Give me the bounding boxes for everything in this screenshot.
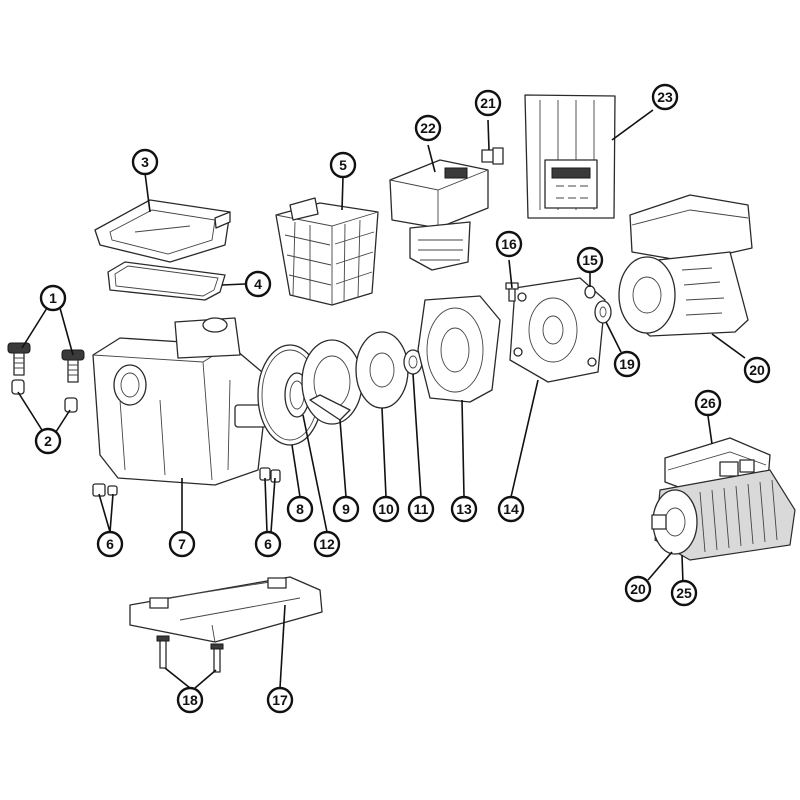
callout-15: 15 [576,246,604,274]
callout-11: 11 [407,495,435,523]
callout-9: 9 [332,495,360,523]
svg-text:13: 13 [456,501,472,517]
svg-text:20: 20 [749,362,765,378]
callout-10: 10 [372,495,400,523]
svg-text:12: 12 [319,536,335,552]
svg-text:26: 26 [700,395,716,411]
part-impeller [355,331,409,409]
callout-4: 4 [244,270,272,298]
part-motor-upper [618,194,753,337]
part-diffuser [301,339,363,425]
part-drive-panel [524,94,616,219]
part-spacer [594,300,612,324]
callout-23: 23 [651,83,679,111]
part-strainer-basket [275,197,379,306]
svg-text:16: 16 [501,236,517,252]
callout-7: 7 [168,530,196,558]
callout-2: 2 [34,427,62,455]
callout-17: 17 [266,686,294,714]
callout-22: 22 [414,114,442,142]
svg-text:20: 20 [630,581,646,597]
svg-text:18: 18 [182,692,198,708]
part-washer [584,285,596,299]
svg-text:3: 3 [141,154,149,170]
svg-text:14: 14 [503,501,519,517]
svg-text:9: 9 [342,501,350,517]
part-drain-plug-left [92,483,118,497]
part-knob-screw-left [7,342,31,376]
callout-12: 12 [313,530,341,558]
callout-18: 18 [176,686,204,714]
svg-text:10: 10 [378,501,394,517]
part-plug-left [11,379,25,395]
part-adapter-bracket [509,277,606,383]
part-controller [389,159,489,271]
callout-26: 26 [694,389,722,417]
part-lid-o-ring [107,261,226,301]
svg-text:7: 7 [178,536,186,552]
callout-6-left: 6 [96,530,124,558]
part-seal-plate [417,295,501,403]
callout-6-right: 6 [254,530,282,558]
part-drain-plug-right [259,467,281,483]
part-strainer-housing [92,317,268,486]
part-plug-right [64,397,78,413]
callout-25: 25 [670,579,698,607]
part-strainer-lid [94,199,231,263]
part-screw-left [156,635,170,669]
svg-text:8: 8 [296,501,304,517]
svg-text:4: 4 [254,276,262,292]
svg-text:22: 22 [420,120,436,136]
svg-text:25: 25 [676,585,692,601]
callout-19: 19 [613,350,641,378]
svg-text:6: 6 [264,536,272,552]
svg-text:5: 5 [339,157,347,173]
svg-text:23: 23 [657,89,673,105]
part-screw-right [210,643,224,673]
leader-lines [17,109,746,689]
part-motor-lower [651,437,796,561]
svg-text:11: 11 [414,501,429,517]
callout-14: 14 [497,495,525,523]
callout-16: 16 [495,230,523,258]
svg-text:6: 6 [106,536,114,552]
svg-text:21: 21 [480,95,496,111]
callout-13: 13 [450,495,478,523]
svg-text:15: 15 [582,252,598,268]
callout-5: 5 [329,151,357,179]
svg-text:19: 19 [619,356,635,372]
callout-21: 21 [474,89,502,117]
callout-3: 3 [131,148,159,176]
callout-1: 1 [39,284,67,312]
svg-text:1: 1 [49,290,57,306]
callout-8: 8 [286,495,314,523]
svg-text:2: 2 [44,433,52,449]
part-base [129,576,323,643]
svg-text:17: 17 [272,692,288,708]
part-vent-plug [481,147,504,165]
callout-20-lower: 20 [624,575,652,603]
callout-20-upper: 20 [743,356,771,384]
